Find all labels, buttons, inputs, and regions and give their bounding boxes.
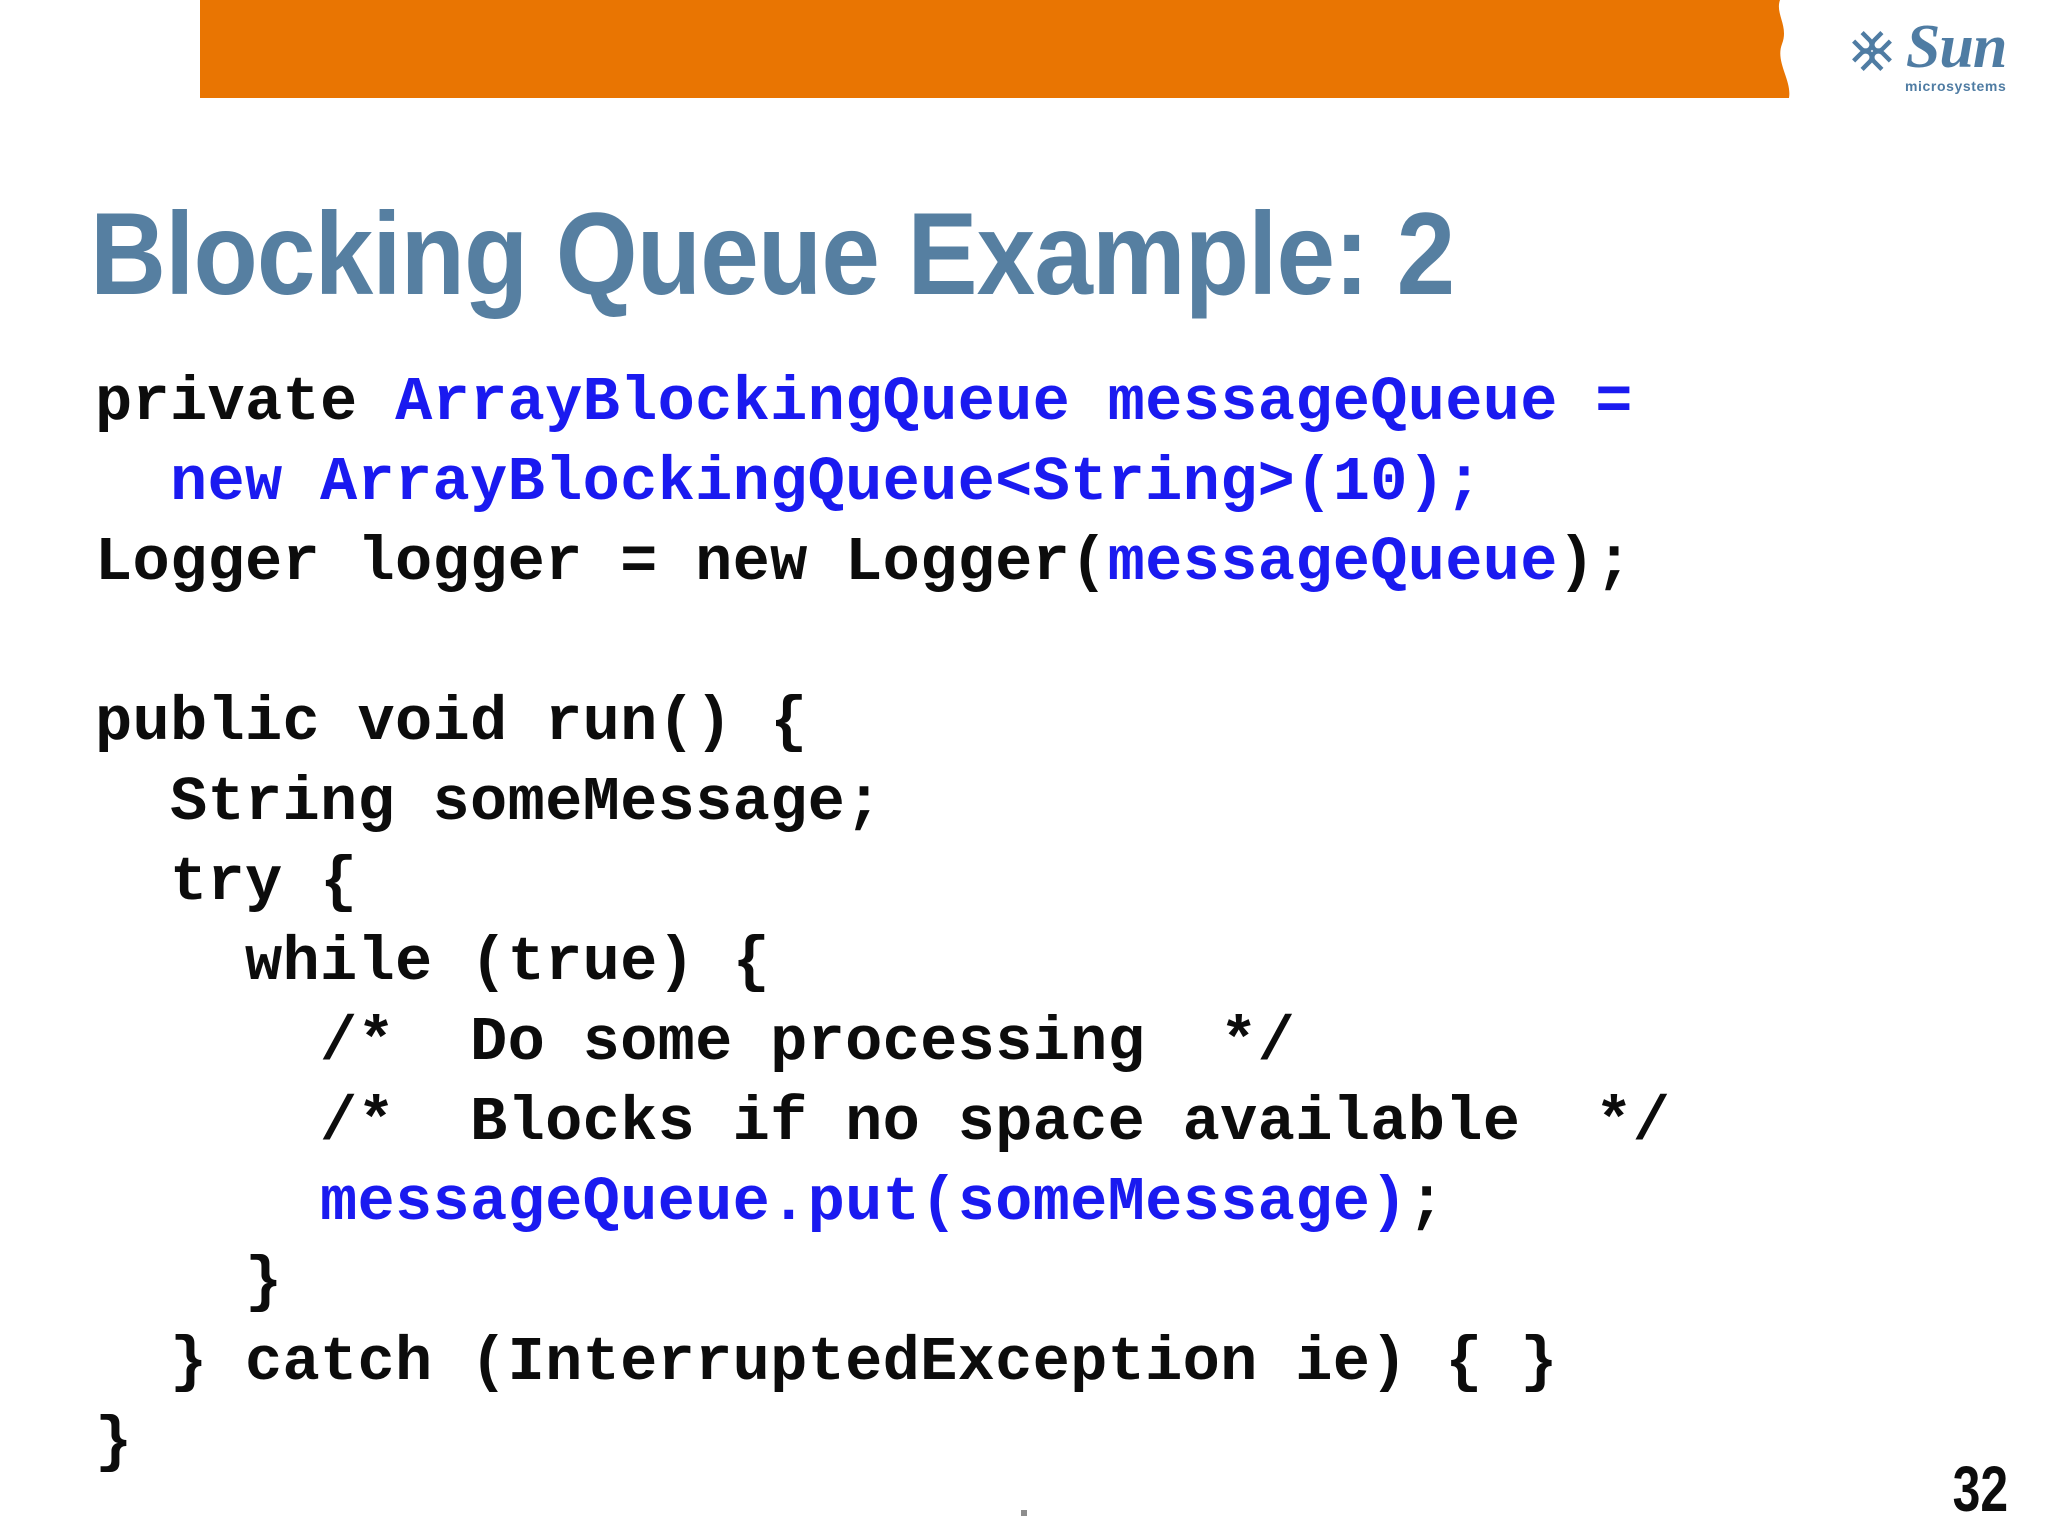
code-segment: public void run() {	[95, 687, 808, 758]
stray-dot	[1021, 1510, 1027, 1516]
code-segment: );	[1557, 527, 1633, 598]
code-segment: /* Do some processing */	[95, 1007, 1296, 1078]
code-segment: ArrayBlockingQueue messageQueue =	[395, 367, 1633, 438]
sun-logo: Sun microsystems	[1845, 13, 2007, 94]
code-line: } catch (InterruptedException ie) { }	[95, 1323, 1670, 1403]
code-line: }	[95, 1403, 1670, 1483]
sun-diamond-logo-icon	[1852, 31, 1892, 71]
code-segment: } catch (InterruptedException ie) { }	[95, 1327, 1558, 1398]
code-segment: while (true) {	[95, 927, 771, 998]
code-line: /* Do some processing */	[95, 1003, 1670, 1083]
code-line: /* Blocks if no space available */	[95, 1083, 1670, 1163]
code-line: String someMessage;	[95, 763, 1670, 843]
code-segment: }	[95, 1407, 133, 1478]
code-segment: messageQueue.put(someMessage)	[95, 1167, 1408, 1238]
code-line: new ArrayBlockingQueue<String>(10);	[95, 443, 1670, 523]
logo-subtitle-text: microsystems	[1905, 78, 2007, 94]
code-line: private ArrayBlockingQueue messageQueue …	[95, 363, 1670, 443]
code-line	[95, 603, 1670, 683]
code-segment: String someMessage;	[95, 767, 883, 838]
code-segment: Logger logger = new Logger(	[95, 527, 1108, 598]
code-line: try {	[95, 843, 1670, 923]
code-segment: private	[95, 367, 396, 438]
code-segment: }	[95, 1247, 283, 1318]
code-segment: ;	[1407, 1167, 1446, 1238]
code-line: }	[95, 1243, 1670, 1323]
code-segment	[95, 607, 133, 678]
code-segment: /* Blocks if no space available */	[95, 1087, 1671, 1158]
code-block: private ArrayBlockingQueue messageQueue …	[95, 363, 1670, 1483]
code-line: public void run() {	[95, 683, 1670, 763]
code-segment: try {	[95, 847, 358, 918]
code-line: while (true) {	[95, 923, 1670, 1003]
code-line: Logger logger = new Logger(messageQueue)…	[95, 523, 1670, 603]
sun-logo-text: Sun microsystems	[1905, 13, 2007, 94]
code-segment: new ArrayBlockingQueue<String>(10);	[95, 447, 1483, 518]
page-title: Blocking Queue Example: 2	[90, 188, 1455, 319]
code-line: messageQueue.put(someMessage);	[95, 1163, 1670, 1243]
header-bar	[200, 0, 1790, 98]
logo-brand-text: Sun	[1905, 13, 2007, 81]
page-number: 32	[1952, 1453, 2008, 1525]
code-segment: messageQueue	[1107, 527, 1558, 598]
